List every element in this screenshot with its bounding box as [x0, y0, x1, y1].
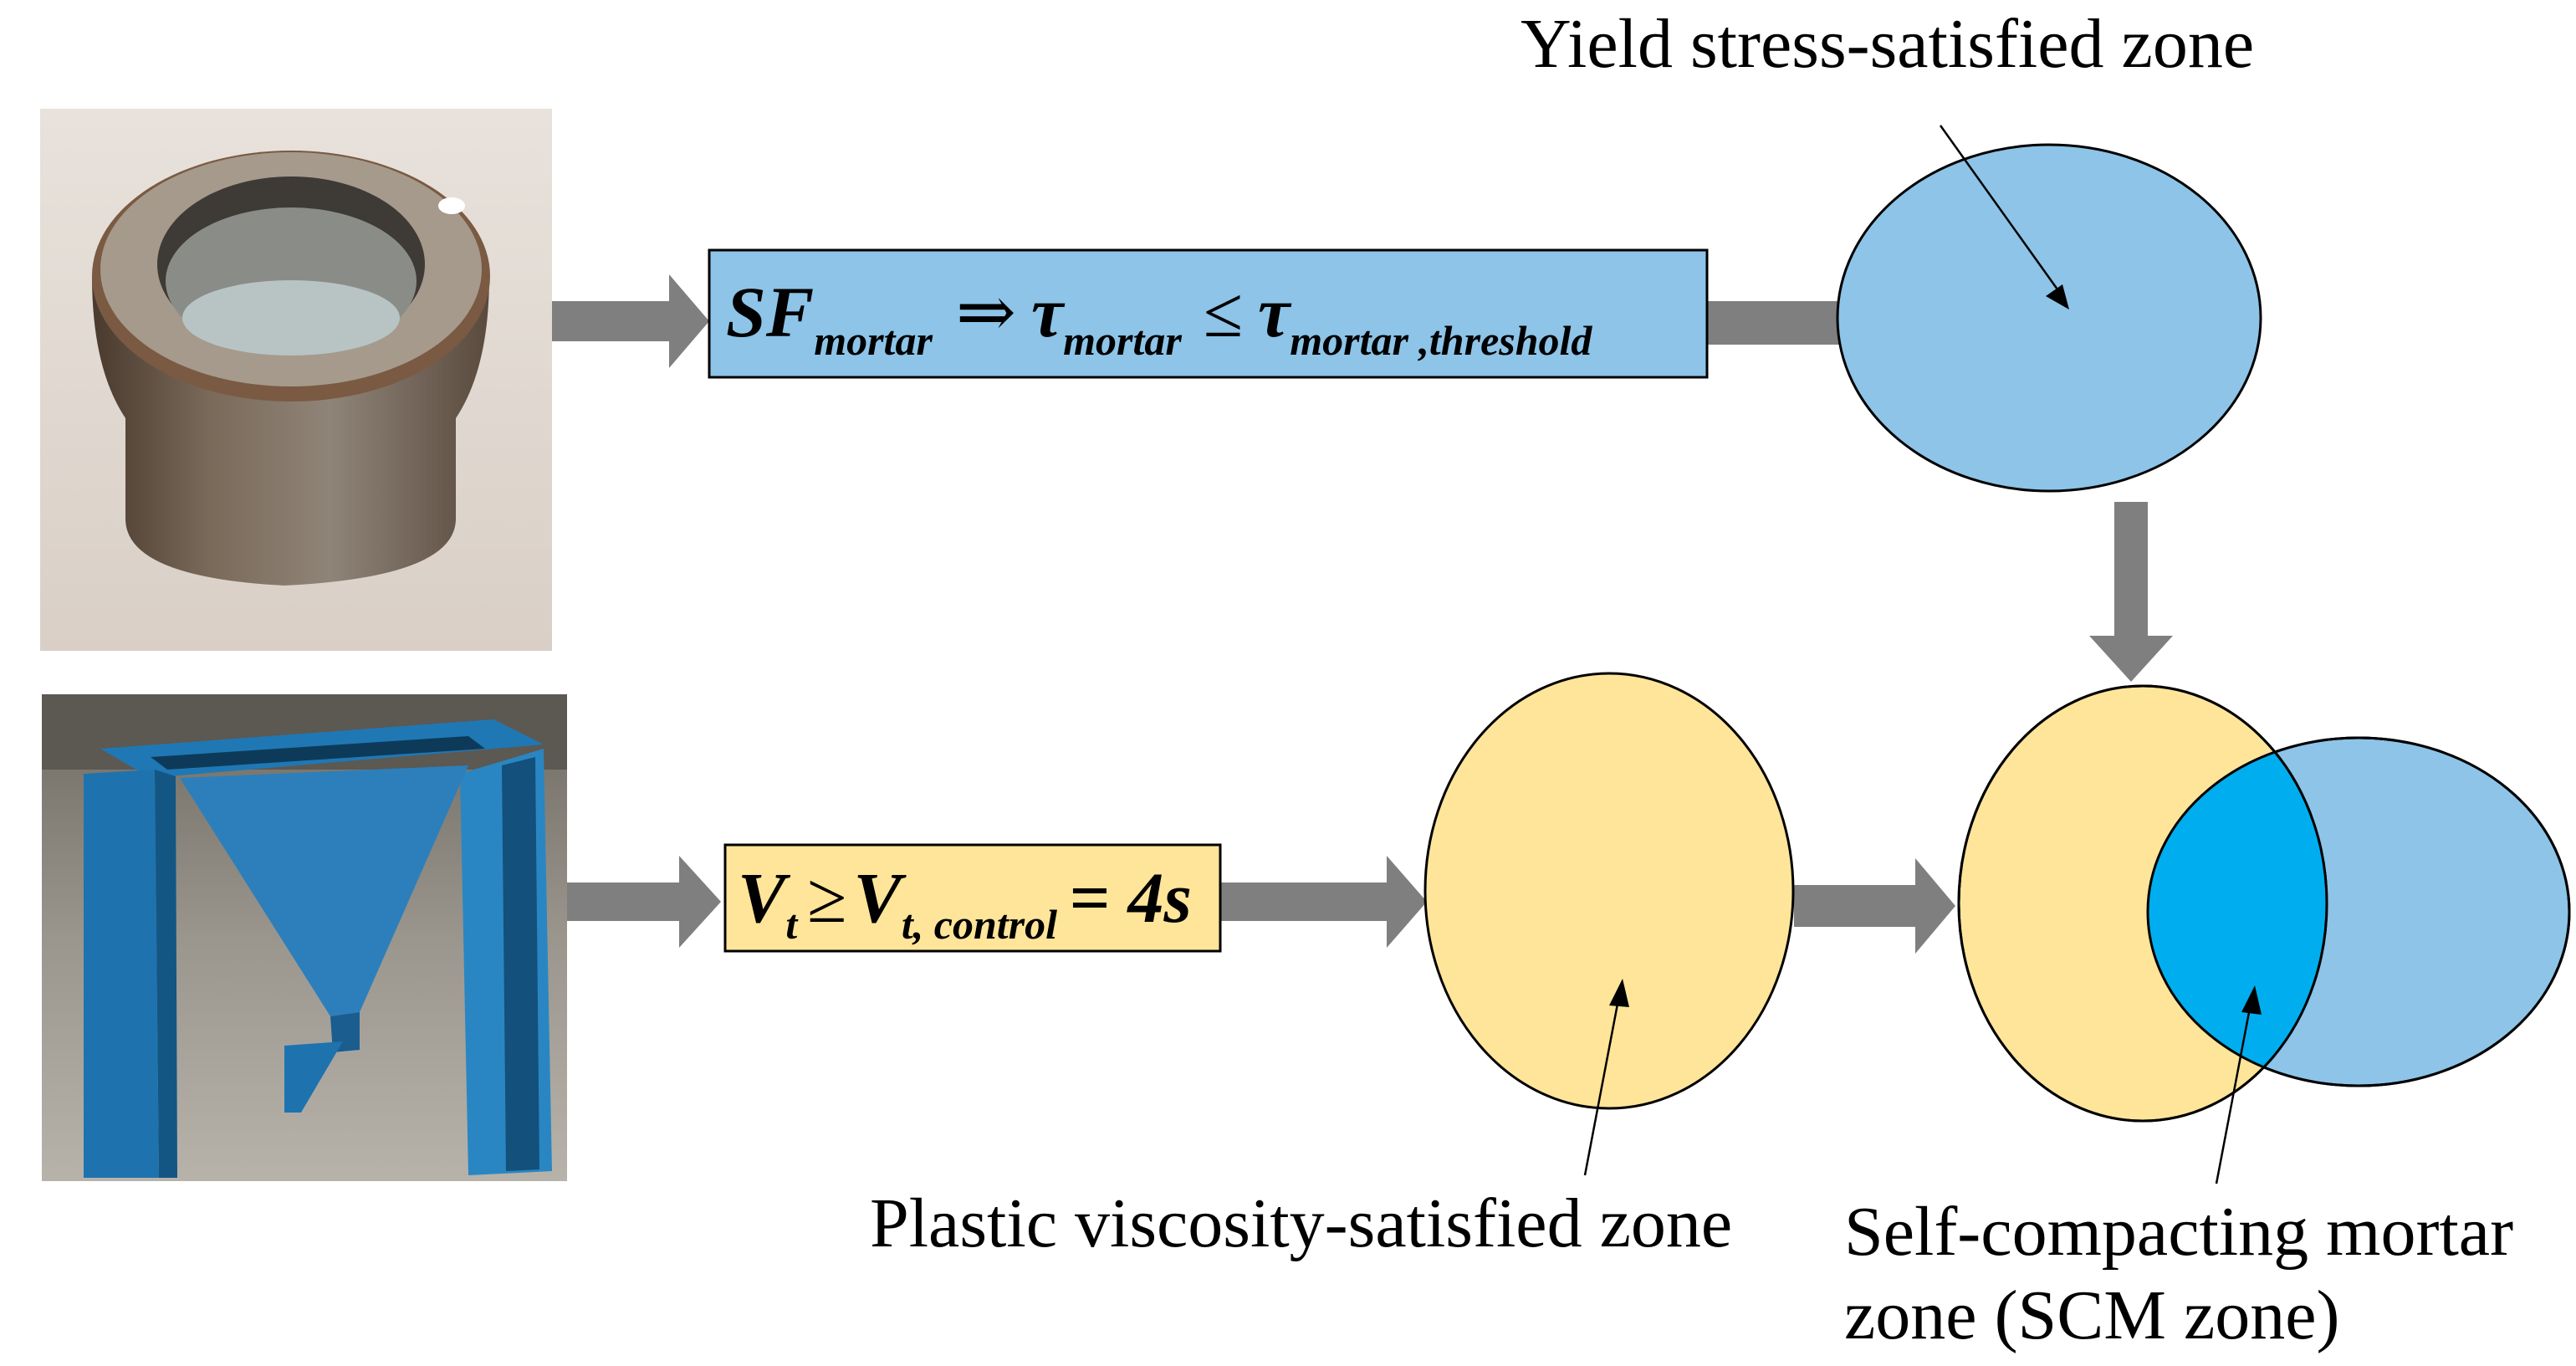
flow-arrows [552, 274, 2173, 954]
scm-zone-pointer-line [2215, 1007, 2251, 1184]
scm-zone-label-line2: zone (SCM zone) [1844, 1276, 2340, 1354]
arrow-photo-to-viscosity-eq [567, 856, 721, 948]
plastic-zone-pointer-line [1583, 999, 1620, 1176]
yield-zone-label: Yield stress-satisfied zone [1521, 5, 2254, 83]
eq-implies: ⇒ [956, 272, 1016, 352]
eq-sub-t: t [785, 901, 799, 948]
eq-sub-mortar-2: mortar [1063, 317, 1182, 364]
arrow-photo-to-yield-eq [552, 274, 709, 368]
plastic-zone-label: Plastic viscosity-satisfied zone [870, 1184, 1732, 1262]
eq-sub-control: t, control [902, 901, 1057, 948]
eq-v-2: V [853, 857, 907, 938]
plastic-zone-pointer-head [1609, 979, 1629, 1007]
svg-text:SFmortar⇒τmortar≤τmortar ,thre: SFmortar⇒τmortar≤τmortar ,threshold [726, 272, 1592, 364]
svg-text:Vt≥Vt, control= 4s: Vt≥Vt, control = 4s [738, 857, 1192, 948]
eq-tau: τ [1031, 272, 1066, 352]
v-funnel-photo [42, 694, 567, 1181]
scm-venn [1957, 684, 2571, 1123]
yield-zone-pointer-head [2046, 284, 2069, 310]
yield-zone-pointer-line [1939, 125, 2059, 290]
scm-zone-label-line1: Self-compacting mortar [1844, 1193, 2513, 1271]
eq-sf: SF [726, 272, 814, 352]
eq-value: = 4s [1069, 857, 1192, 938]
viscosity-equation-box: Vt≥Vt, control = 4s [723, 843, 1222, 953]
scm-zone-pointer-head [2241, 985, 2262, 1015]
yield-stress-zone-ellipse [1836, 143, 2262, 493]
eq-v: V [738, 857, 791, 938]
yield-stress-equation-box: SFmortar⇒τmortar≤τmortar ,threshold [708, 248, 1709, 379]
scm-overlap-zone [2148, 738, 2327, 1086]
mortar-flow-cone-photo [40, 109, 552, 651]
eq-sub-threshold: mortar ,threshold [1290, 317, 1592, 364]
eq-tau-2: τ [1258, 272, 1292, 352]
arrow-yellow-zone-to-scm [1794, 858, 1955, 954]
eq-geq: ≥ [807, 857, 846, 938]
plastic-viscosity-zone-ellipse [1423, 672, 1795, 1110]
arrow-viscosity-eq-to-yellow-zone [1221, 856, 1427, 948]
arrow-yield-eq-to-blue-zone [1706, 274, 1899, 371]
eq-leq: ≤ [1204, 272, 1243, 352]
arrow-blue-zone-down [2089, 502, 2173, 682]
eq-sub-mortar: mortar [814, 317, 933, 364]
